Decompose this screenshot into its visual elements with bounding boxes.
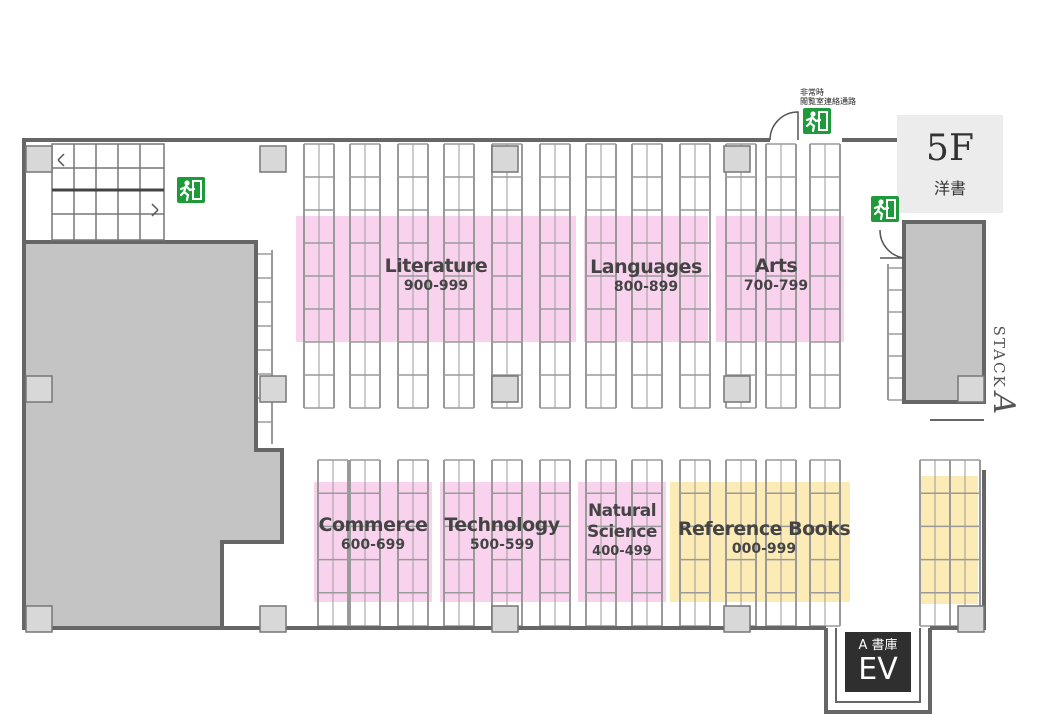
pillar	[723, 375, 751, 403]
shelf-unit	[491, 143, 523, 409]
wall-shelf	[887, 264, 902, 401]
zone-commerce[interactable]	[314, 482, 432, 602]
emergency-passage-note: 非常時 閲覧室連絡通路	[800, 88, 856, 106]
zone-name: Languages	[590, 256, 702, 278]
shelf-unit	[491, 459, 523, 627]
pillar	[259, 375, 287, 403]
shelf-unit	[585, 459, 617, 627]
pillar	[25, 605, 53, 633]
zone-natural-science[interactable]	[578, 482, 666, 602]
floor-badge: 5F 洋書	[897, 115, 1003, 213]
door-swing-icon	[769, 111, 799, 141]
pillar	[491, 605, 519, 633]
zone-literature[interactable]	[296, 216, 576, 342]
shelf-unit	[809, 143, 841, 409]
door-swing-icon	[879, 229, 905, 259]
shelf-unit	[539, 143, 571, 409]
zone-technology[interactable]	[440, 482, 570, 602]
staircase-icon	[51, 143, 165, 241]
zone-reference-books[interactable]	[670, 482, 850, 602]
outer-walls	[22, 138, 986, 714]
exit-sign-icon	[177, 177, 205, 203]
pillar	[491, 375, 519, 403]
elevator-top-label: A 書庫	[858, 638, 898, 653]
shelf-unit	[679, 143, 711, 409]
shelf-unit	[765, 143, 797, 409]
pillar	[25, 375, 53, 403]
pillar	[491, 145, 519, 173]
bookshelves	[258, 143, 981, 627]
zone-label-natural-science: Natural Science 400-499	[578, 501, 666, 561]
pillar	[723, 145, 751, 173]
zone-name: Technology	[444, 514, 560, 536]
elevator-box[interactable]: A 書庫 EV	[845, 632, 911, 692]
zone-range: 400-499	[592, 544, 652, 559]
right-block-room	[902, 220, 986, 404]
shelf-unit	[679, 459, 711, 627]
zone-range: 000-999	[731, 541, 797, 557]
floor-number: 5F	[926, 128, 974, 169]
shelf-unit	[725, 459, 757, 627]
left-block-room	[22, 240, 284, 630]
zone-range: 900-999	[403, 278, 469, 294]
shelf-unit	[397, 143, 429, 409]
shelf-unit	[349, 143, 381, 409]
zone-arts[interactable]	[716, 216, 844, 342]
stack-letter: A	[986, 392, 1021, 415]
floor-subtitle: 洋書	[933, 179, 966, 198]
stack-label: STACK A	[986, 320, 1021, 420]
shelf-unit	[443, 459, 475, 627]
stack-word: STACK	[990, 325, 1008, 389]
zone-range: 600-699	[340, 537, 406, 553]
zone-name: Commerce	[318, 514, 429, 536]
zone-languages[interactable]	[584, 216, 708, 342]
shelf-unit	[303, 143, 335, 409]
elevator-main-label: EV	[858, 652, 898, 687]
pillars	[25, 145, 985, 633]
zone-range: 700-799	[743, 278, 809, 294]
emergency-note-line1: 非常時	[800, 88, 824, 97]
shelf-unit	[725, 143, 757, 409]
pillar	[957, 375, 985, 403]
pillar	[957, 605, 985, 633]
shelf-unit	[317, 459, 349, 627]
exit-sign-icon	[803, 108, 831, 134]
pillar	[259, 145, 287, 173]
pillar	[259, 605, 287, 633]
zone-name: Arts	[754, 255, 798, 277]
pillar	[25, 145, 53, 173]
pillar	[723, 605, 751, 633]
shelf-unit	[397, 459, 429, 627]
zone-range: 500-599	[469, 537, 535, 553]
zone-name: Literature	[384, 255, 488, 277]
shelf-unit	[585, 143, 617, 409]
exit-sign-icon	[871, 196, 899, 222]
shelf-unit	[631, 143, 663, 409]
emergency-note-line2: 閲覧室連絡通路	[800, 97, 856, 106]
zone-name: Natural Science	[587, 501, 657, 542]
shelf-unit	[539, 459, 571, 627]
wall-shelf	[258, 250, 273, 444]
shelf-unit	[443, 143, 475, 409]
shelf-unit	[765, 459, 797, 627]
shelf-unit	[809, 459, 841, 627]
zone-name: Reference Books	[677, 518, 851, 540]
zone-range: 800-899	[613, 279, 679, 295]
